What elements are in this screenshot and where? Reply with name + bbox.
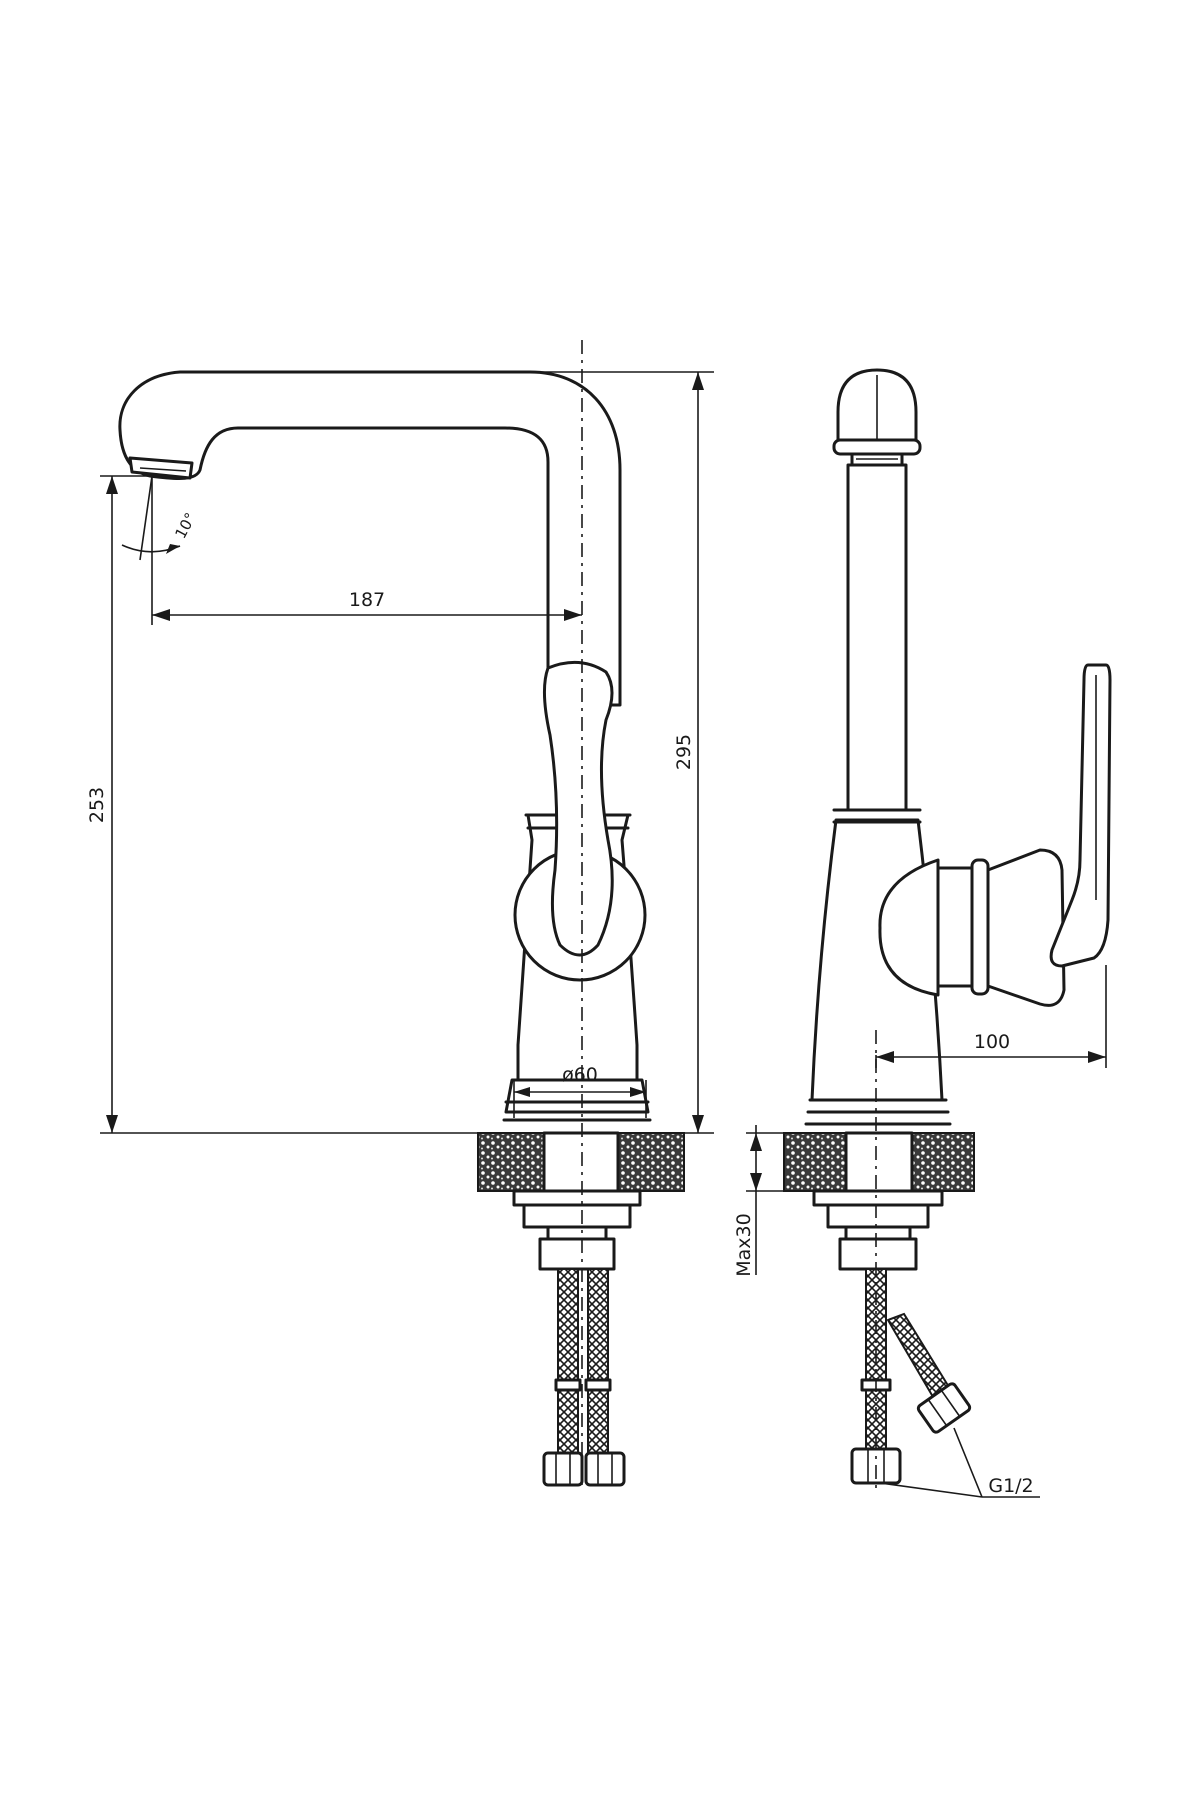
side-counter-right [911,1132,975,1192]
front-spout [118,370,622,707]
front-handle-lever [542,660,614,957]
front-hose-nut-left [542,1451,584,1487]
handle-reach-label: 100 [974,1031,1010,1053]
spout-reach-label: 187 [349,589,385,611]
front-hose-nut-right [584,1451,626,1487]
front-counter-left [477,1132,545,1192]
connection-thread-label: G1/2 [988,1475,1033,1497]
spout-angle-label: 10° [171,510,199,542]
front-hose-right [587,1268,609,1456]
total-height-label: 295 [673,734,695,770]
front-counter-right [617,1132,685,1192]
side-hose-nut-angled [916,1382,972,1434]
side-cartridge-dome [878,858,940,997]
spout-height-label: 253 [86,787,108,823]
side-spout-column [846,463,908,812]
base-diameter-label: ø60 [562,1064,598,1086]
front-aerator [128,456,194,480]
side-cartridge-ring [970,858,990,996]
side-view [783,368,1112,1490]
dimension-lines [100,371,1107,1498]
front-view [118,340,685,1490]
max-counter-thickness-label: Max30 [733,1213,755,1276]
front-hose-left [557,1268,579,1456]
side-counter-left [783,1132,847,1192]
